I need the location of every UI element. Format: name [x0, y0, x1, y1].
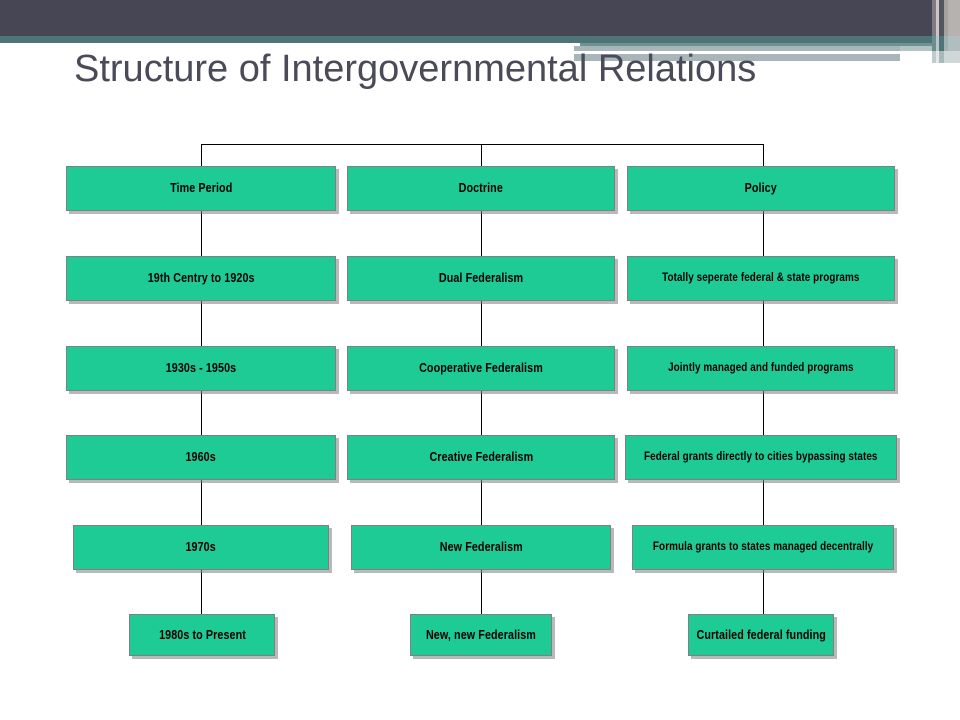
node-label: Dual Federalism	[438, 271, 524, 286]
node-label: Formula grants to states managed decentr…	[652, 540, 874, 553]
node-time-period-5[interactable]: 1980s to Present	[129, 614, 275, 656]
node-policy-4[interactable]: Formula grants to states managed decentr…	[632, 525, 894, 570]
node-label: Cooperative Federalism	[419, 361, 543, 376]
node-label: Policy	[744, 181, 778, 196]
connector-col1-r3-r4	[201, 480, 202, 525]
node-label: Doctrine	[458, 181, 504, 196]
node-time-period-1[interactable]: 19th Centry to 1920s	[66, 256, 336, 301]
connector-col2-r1-r2	[481, 301, 482, 346]
node-label: New, new Federalism	[426, 627, 536, 642]
header-stripe-1-mid	[932, 36, 936, 51]
connector-col2-r2-r3	[481, 391, 482, 435]
header-stripe-2-low	[936, 51, 939, 63]
header-stripe-4-mid	[944, 36, 948, 51]
node-label: Time Period	[169, 181, 233, 196]
connector-col3-r1-r2	[763, 301, 764, 346]
node-header-policy[interactable]: Policy	[627, 166, 895, 211]
connector-col2-r3-r4	[481, 480, 482, 525]
connector-col2-r4-r5	[481, 570, 482, 614]
node-policy-1[interactable]: Totally seperate federal & state program…	[627, 256, 895, 301]
node-policy-5[interactable]: Curtailed federal funding	[688, 614, 834, 656]
connector-top-drop-col3	[763, 144, 764, 166]
connector-col1-r4-r5	[201, 570, 202, 614]
node-label: 1930s - 1950s	[165, 361, 237, 376]
header-banner-teal	[0, 36, 932, 43]
header-rule-white	[574, 51, 892, 54]
node-label: 1980s to Present	[158, 627, 246, 642]
header-stripe-1	[932, 0, 936, 36]
node-label: Curtailed federal funding	[696, 627, 826, 642]
node-doctrine-5[interactable]: New, new Federalism	[410, 614, 552, 656]
header-banner-dark	[0, 0, 932, 36]
connector-col1-r2-r3	[201, 391, 202, 435]
node-header-doctrine[interactable]: Doctrine	[347, 166, 615, 211]
header-stripe-1-low	[932, 51, 936, 63]
header-stripe-5	[948, 0, 960, 36]
node-label: 1970s	[185, 540, 217, 555]
header-stripe-4	[944, 0, 948, 36]
node-policy-3[interactable]: Federal grants directly to cities bypass…	[625, 435, 897, 480]
connector-col1-r0-r1	[201, 211, 202, 256]
node-policy-2[interactable]: Jointly managed and funded programs	[627, 346, 895, 391]
node-label: New Federalism	[439, 540, 523, 555]
connector-col3-r4-r5	[763, 570, 764, 614]
node-label: Jointly managed and funded programs	[668, 361, 854, 374]
node-doctrine-2[interactable]: Cooperative Federalism	[347, 346, 615, 391]
header-stripe-3-mid	[939, 36, 944, 51]
header-stripe-3-low	[939, 51, 944, 63]
header-stripe-3	[939, 0, 944, 36]
connector-col1-r1-r2	[201, 301, 202, 346]
node-doctrine-4[interactable]: New Federalism	[351, 525, 611, 570]
slide-title: Structure of Intergovernmental Relations	[74, 48, 757, 90]
node-label: Totally seperate federal & state program…	[662, 271, 860, 284]
node-label: 19th Centry to 1920s	[147, 271, 255, 286]
node-label: Federal grants directly to cities bypass…	[644, 450, 878, 463]
node-doctrine-3[interactable]: Creative Federalism	[347, 435, 615, 480]
header-stripe-5-mid	[948, 36, 960, 51]
connector-col3-r3-r4	[763, 480, 764, 525]
connector-top-horizontal	[201, 144, 763, 145]
connector-top-drop-col1	[201, 144, 202, 166]
node-label: Creative Federalism	[429, 450, 533, 465]
header-stripe-4-low	[944, 51, 960, 63]
header-rule-grey-top	[574, 46, 900, 51]
node-doctrine-1[interactable]: Dual Federalism	[347, 256, 615, 301]
header-rule-grey-bottom	[574, 54, 900, 61]
connector-col3-r2-r3	[763, 391, 764, 435]
node-label: 1960s	[185, 450, 217, 465]
node-time-period-2[interactable]: 1930s - 1950s	[66, 346, 336, 391]
connector-top-drop-col2	[481, 144, 482, 166]
connector-col2-r0-r1	[481, 211, 482, 256]
node-time-period-4[interactable]: 1970s	[73, 525, 329, 570]
node-time-period-3[interactable]: 1960s	[66, 435, 336, 480]
node-header-time-period[interactable]: Time Period	[66, 166, 336, 211]
header-banner-notch	[0, 43, 580, 55]
connector-col3-r0-r1	[763, 211, 764, 256]
header-stripe-2-mid	[936, 36, 939, 51]
header-stripe-2	[936, 0, 939, 36]
